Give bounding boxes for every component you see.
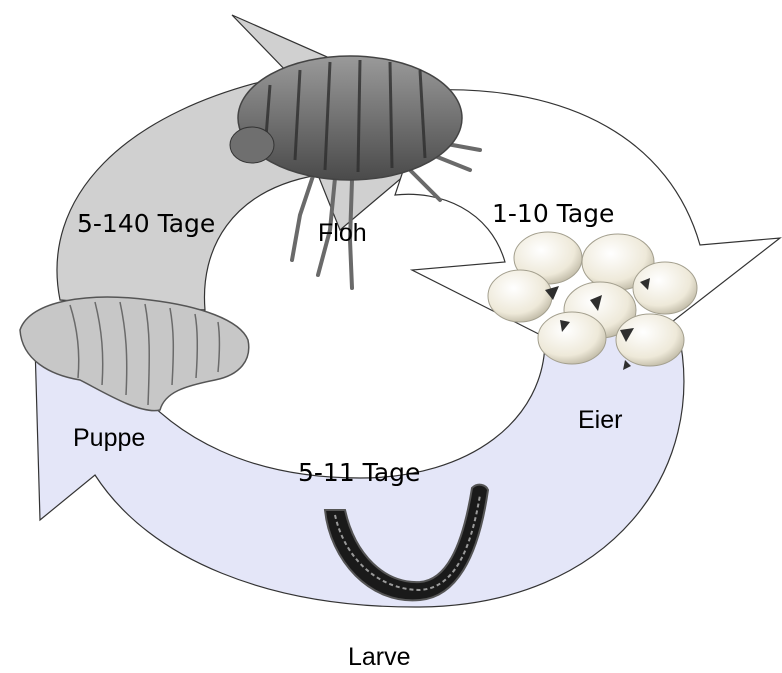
duration-adult-to-eggs: 1-10 Tage bbox=[492, 199, 614, 228]
stage-label-larva: Larve bbox=[348, 643, 411, 671]
stage-label-eggs: Eier bbox=[578, 406, 622, 434]
stage-label-adult: Floh bbox=[318, 219, 367, 247]
duration-larva-stages: 5-11 Tage bbox=[298, 458, 420, 487]
duration-pupa-to-adult: 5-140 Tage bbox=[77, 209, 215, 238]
stage-label-pupa: Puppe bbox=[73, 424, 145, 452]
